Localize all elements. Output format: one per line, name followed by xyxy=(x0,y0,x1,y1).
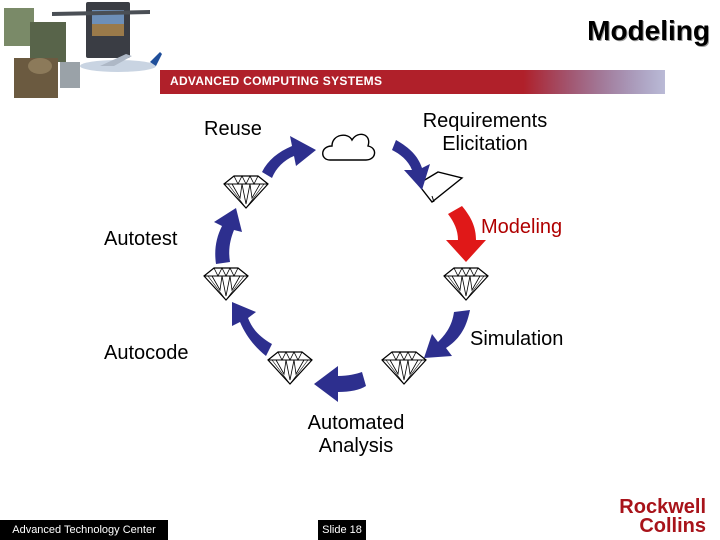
stage-label-reuse: Reuse xyxy=(204,118,262,140)
airliner-image xyxy=(80,60,156,72)
reuse-to-requirements-arrow xyxy=(262,136,316,178)
gem-icon xyxy=(381,351,427,385)
slide-title: Modeling xyxy=(587,15,710,46)
simulation-arrow xyxy=(424,310,470,358)
logo-text-line1: Rockwell xyxy=(619,496,706,518)
modeling-arrow xyxy=(446,206,486,262)
autotest-arrow xyxy=(214,208,242,264)
banner-title: ADVANCED COMPUTING SYSTEMS xyxy=(170,74,383,88)
rough-gem-shape xyxy=(416,171,464,203)
missile-image xyxy=(52,10,150,16)
logo-text-line2: Collins xyxy=(639,515,706,537)
radio-device-photo xyxy=(30,22,66,62)
stage-label-autocode: Autocode xyxy=(104,342,189,364)
cloud-shape xyxy=(322,133,376,161)
stage-label-simulation: Simulation xyxy=(470,328,564,350)
stage-label-autotest: Autotest xyxy=(104,228,178,250)
gem-icon xyxy=(203,267,249,301)
stage-label-requirements: Requirements Elicitation xyxy=(422,110,548,155)
slide-number: Slide 18 xyxy=(318,520,366,540)
gem-icon xyxy=(443,267,489,301)
header-banner xyxy=(160,70,665,94)
requirements-out-arrow xyxy=(392,140,430,190)
rockwell-collins-logo xyxy=(592,502,713,536)
header-photo-collage xyxy=(0,0,165,100)
autocode-arrow xyxy=(232,302,272,356)
stage-label-analysis: Automated Analysis xyxy=(307,412,405,457)
equipment-photo xyxy=(60,62,80,88)
gem-icon xyxy=(223,175,269,209)
stage-label-modeling: Modeling xyxy=(481,216,563,238)
gem-icon xyxy=(267,351,313,385)
footer-center-name: Advanced Technology Center xyxy=(0,520,168,540)
soldier-photo xyxy=(4,8,34,46)
analysis-arrow xyxy=(314,366,366,402)
